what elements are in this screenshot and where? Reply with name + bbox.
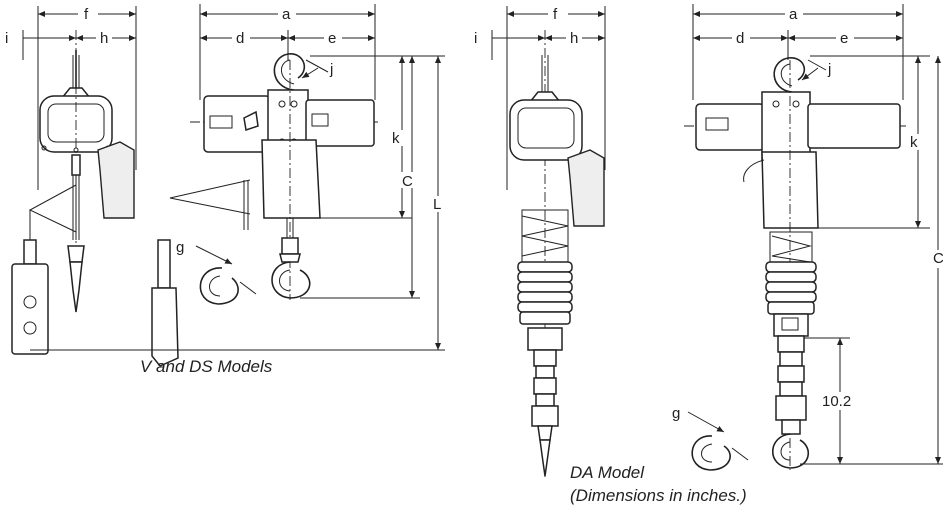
dim-d-label: d bbox=[236, 30, 244, 47]
da-dim-j-label: j bbox=[827, 61, 831, 78]
da-dim-i-label: i bbox=[474, 30, 477, 47]
vds-side-view: f i h bbox=[5, 5, 137, 355]
dim-c-label: C bbox=[402, 173, 413, 190]
vds-front-view: a d e j bbox=[30, 4, 446, 376]
dim-k-label: k bbox=[392, 130, 400, 147]
da-hook-height-label: 10.2 bbox=[822, 393, 851, 410]
units-note: (Dimensions in inches.) bbox=[570, 486, 747, 505]
da-dim-h-label: h bbox=[570, 30, 578, 47]
dim-l-label: L bbox=[433, 196, 441, 213]
dim-a-label: a bbox=[282, 6, 291, 23]
da-front-view: a d e j bbox=[570, 4, 943, 505]
da-dim-c-label: C bbox=[933, 250, 943, 267]
dim-i-label: i bbox=[5, 30, 8, 47]
da-dim-g-label: g bbox=[672, 405, 680, 422]
dim-f-label: f bbox=[84, 6, 89, 23]
dim-e-label: e bbox=[328, 30, 336, 47]
da-dim-a-label: a bbox=[789, 6, 798, 23]
vds-caption: V and DS Models bbox=[140, 357, 273, 376]
dim-g-label: g bbox=[176, 239, 184, 256]
dim-h-label: h bbox=[100, 30, 108, 47]
da-side-view: f i h bbox=[474, 5, 606, 480]
da-dim-e-label: e bbox=[840, 30, 848, 47]
da-dim-d-label: d bbox=[736, 30, 744, 47]
da-dim-k-label: k bbox=[910, 134, 918, 151]
da-caption: DA Model bbox=[570, 463, 645, 482]
da-dim-f-label: f bbox=[553, 6, 558, 23]
dim-j-label: j bbox=[329, 61, 333, 78]
